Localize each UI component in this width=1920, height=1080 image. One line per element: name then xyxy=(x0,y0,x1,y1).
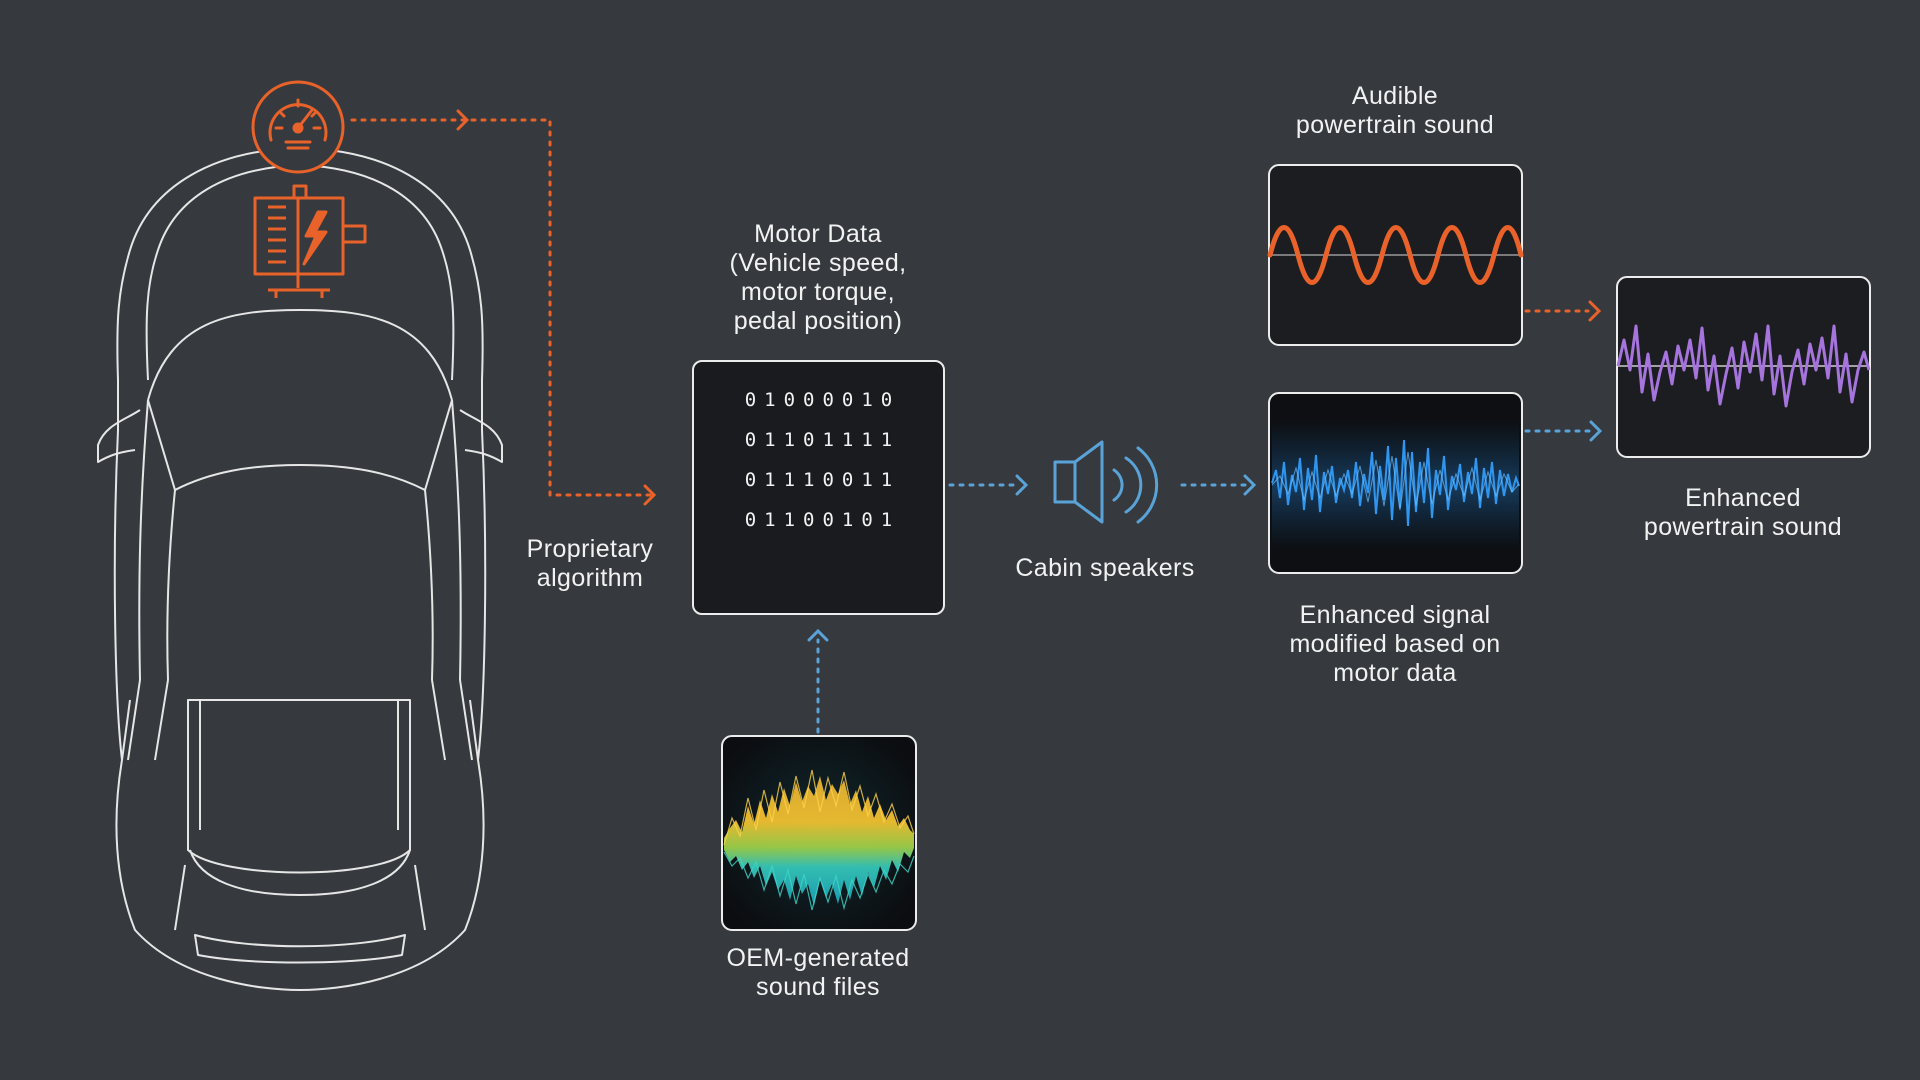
binary-row-2: 01101111 xyxy=(744,429,901,451)
speaker-icon xyxy=(1053,440,1159,524)
blue-arrowheads xyxy=(807,420,1603,642)
electric-motor-icon xyxy=(253,184,367,298)
motor-data-panel: 01000010 01101111 01110011 01100101 xyxy=(692,360,945,615)
car-outline-icon xyxy=(97,147,503,991)
proprietary-algorithm-label: Proprietary algorithm xyxy=(526,535,654,592)
orange-sine-wave xyxy=(1267,225,1524,285)
enhanced-powertrain-panel xyxy=(1616,276,1871,458)
binary-row-4: 01100101 xyxy=(744,509,901,531)
enhanced-powertrain-label: Enhanced powertrain sound xyxy=(1643,484,1843,541)
audible-wave-panel xyxy=(1267,164,1524,346)
enhanced-signal-panel xyxy=(1268,392,1523,574)
orange-arrowheads xyxy=(456,109,1602,506)
oem-sound-panel xyxy=(721,735,917,931)
motor-data-label: Motor Data (Vehicle speed, motor torque,… xyxy=(729,220,907,335)
binary-data: 01000010 01101111 01110011 01100101 xyxy=(694,380,943,540)
purple-complex-wave xyxy=(1616,324,1871,408)
speedometer-icon xyxy=(251,80,345,174)
binary-row-1: 01000010 xyxy=(744,389,901,411)
blue-noise-wave xyxy=(1271,439,1520,527)
enhanced-signal-label: Enhanced signal modified based on motor … xyxy=(1289,601,1501,687)
cabin-speakers-label: Cabin speakers xyxy=(1015,554,1195,582)
binary-row-3: 01110011 xyxy=(744,469,901,491)
oem-sound-files-label: OEM-generated sound files xyxy=(726,944,910,1001)
blue-dotted-arrows xyxy=(816,429,1594,734)
orange-dotted-arrows xyxy=(350,118,1590,497)
audible-powertrain-label: Audible powertrain sound xyxy=(1295,82,1495,139)
